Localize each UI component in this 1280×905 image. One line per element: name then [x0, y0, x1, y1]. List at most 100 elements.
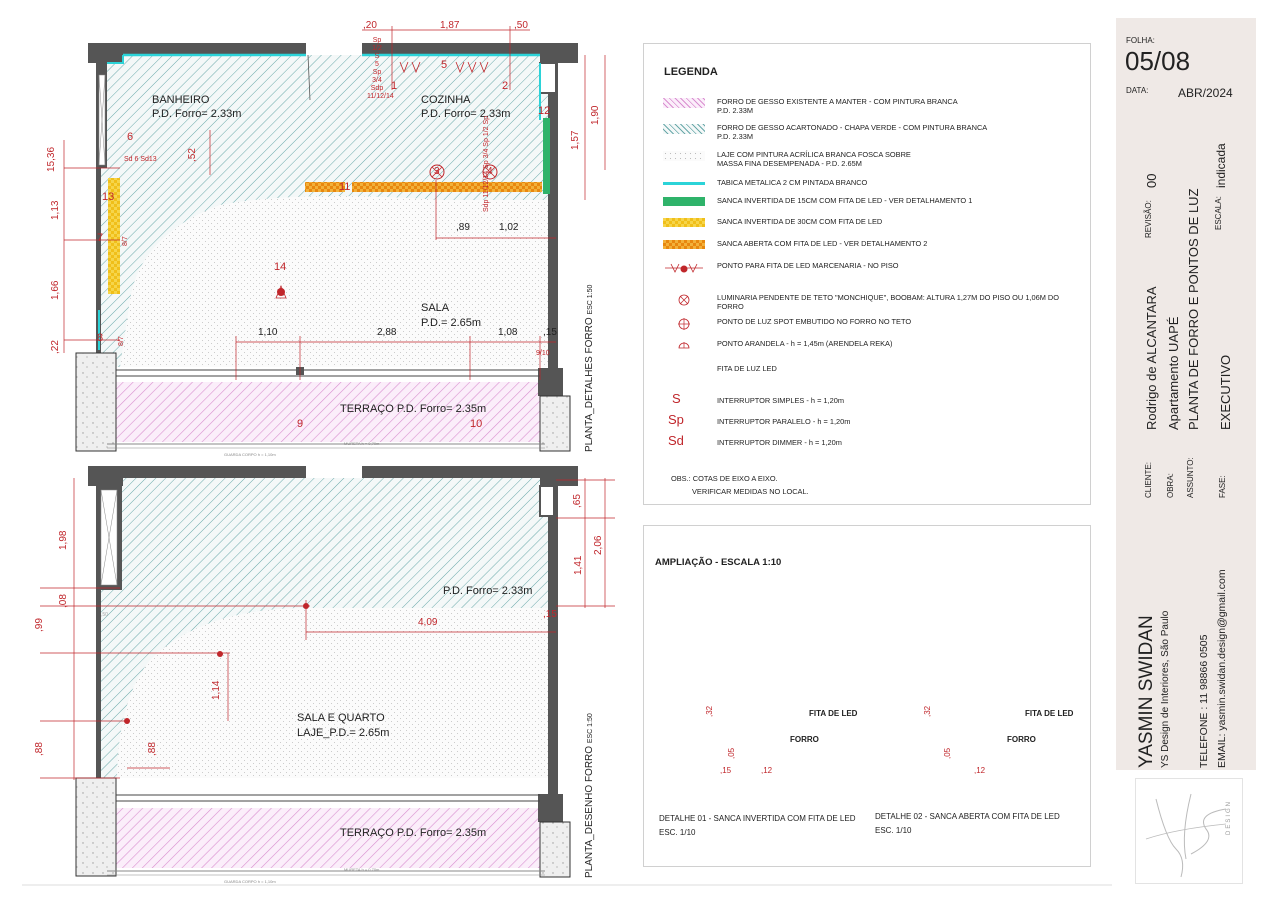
legend-item-dots: LAJE COM PINTURA ACRÍLICA BRANCA FOSCA S…: [644, 150, 1090, 172]
legend-item-arandela: PONTO ARANDELA - h = 1,45m (ARENDELA REK…: [644, 339, 1090, 361]
switch-bath: Sd 6 Sd13: [124, 156, 157, 163]
sanca-orange-right: [352, 182, 542, 192]
orange-bar-swatch: [663, 240, 705, 249]
detail-1-dim-05: ,05: [727, 747, 736, 759]
teal-hatch-swatch: [663, 124, 705, 134]
dim-b-inner-2: 1,14: [211, 680, 222, 700]
fase-label: FASE:: [1218, 475, 1227, 498]
dim-top-3: ,50: [514, 20, 528, 31]
marker-4: 4: [487, 166, 493, 177]
room-pd-forro: P.D. Forro= 2.33m: [443, 585, 533, 597]
legend-item-yellow: SANCA INVERTIDA DE 30CM COM FITA DE LED: [644, 217, 1090, 239]
marker-10: 10: [470, 418, 483, 430]
switch-910: 9/10: [536, 350, 550, 357]
revisao-label: REVISÃO:: [1144, 200, 1153, 238]
dim-right-1: 1,90: [590, 105, 601, 125]
mureta-top: MURETA h = 0,70m: [344, 441, 380, 446]
escala-label: ESCALA:: [1214, 196, 1223, 230]
dim-inner-5: 1,08: [498, 327, 518, 338]
dim-b-right-3: 1,41: [573, 555, 584, 575]
room-sala: SALA: [421, 302, 450, 314]
dim-b-right-2: 2,06: [593, 535, 604, 555]
designer-sub: YS Design de Interiores, São Paulo: [1160, 610, 1171, 768]
legend-item-fita: FITA DE LUZ LED: [717, 364, 777, 373]
detail-2-forro-label: FORRO: [1007, 735, 1036, 744]
cliente-value: Rodrigo de ALCANTARA: [1144, 286, 1159, 430]
room-terraco: TERRAÇO P.D. Forro= 2.35m: [340, 403, 487, 415]
dim-b-inner-1: 4,09: [418, 617, 438, 628]
sanca-green: [543, 118, 550, 194]
detail-2-dim-05: ,05: [943, 747, 952, 759]
legend-obs: OBS.: COTAS DE EIXO A EIXO. VERIFICAR ME…: [671, 474, 809, 496]
marker-8: 8: [97, 332, 104, 344]
marker-1: 1: [391, 80, 398, 92]
room-laje: LAJE_P.D.= 2.65m: [297, 727, 390, 739]
data-label: DATA:: [1126, 86, 1149, 95]
legend-item-spot: PONTO DE LUZ SPOT EMBUTIDO NO FORRO NO T…: [644, 317, 1090, 339]
detail-1-forro-label: FORRO: [790, 735, 819, 744]
marker-11: 11: [339, 181, 351, 193]
pendant-icon: [663, 294, 705, 306]
bottom-plan: [40, 466, 615, 878]
fase-value: EXECUTIVO: [1218, 354, 1233, 430]
cyan-line-swatch: [663, 182, 705, 185]
legend-item-orange: SANCA ABERTA COM FITA DE LED - VER DETAL…: [644, 239, 1090, 261]
dim-top-1: ,20: [363, 20, 377, 31]
top-plan: [63, 26, 606, 452]
assunto-label: ASSUNTO:: [1186, 457, 1195, 498]
legend-item-teal: FORRO DE GESSO ACARTONADO - CHAPA VERDE …: [644, 123, 1090, 145]
switch-stack-right: Sdp 11/12/14 Sp 3/4 Sp 1/2 Sp: [483, 115, 490, 212]
designer-name: YASMIN SWIDAN: [1136, 615, 1157, 768]
legend-item-tabica: TABICA METALICA 2 CM PINTADA BRANCO: [644, 178, 1090, 200]
title-block: FOLHA: 05/08 DATA: ABR/2024 CLIENTE: Rod…: [1116, 18, 1256, 770]
room-sala-pd: P.D.= 2.65m: [421, 317, 482, 329]
dim-inner-2: 1,02: [499, 222, 519, 233]
detail-2-fita-label: FITA DE LED: [1025, 709, 1074, 718]
dim-b-left-3: ,99: [34, 618, 45, 632]
dim-b-right-4: ,15: [543, 609, 557, 620]
dim-b-right-1: ,65: [572, 494, 583, 508]
marker-2: 2: [502, 80, 509, 92]
revisao-value: 00: [1144, 173, 1159, 188]
logo-word: DESIGN: [1226, 799, 1232, 835]
room-banheiro-pd: P.D. Forro= 2.33m: [152, 108, 242, 120]
marker-14: 14: [274, 261, 287, 273]
dim-inner-3: 1,10: [258, 327, 278, 338]
legend-title: LEGENDA: [664, 66, 718, 78]
obra-label: OBRA:: [1166, 473, 1175, 498]
dim-inner-6: ,15: [543, 327, 557, 338]
detail-2-dim-12: ,12: [974, 766, 986, 775]
designer-phone: TELEFONE : 11 98866 0505: [1198, 634, 1210, 768]
switch-s7: 8/7: [122, 236, 129, 246]
dim-left-5: ,22: [50, 340, 61, 354]
marker-9: 9: [297, 418, 304, 430]
dim-b-left-2: ,08: [58, 594, 69, 608]
marker-3: 3: [434, 166, 440, 177]
room-sala-quarto: SALA E QUARTO: [297, 712, 385, 724]
room-terraco-bottom: TERRAÇO P.D. Forro= 2.35m: [340, 827, 487, 839]
arandela-icon: [663, 340, 705, 350]
detail-1-dim-32: ,32: [705, 705, 714, 717]
spot-icon: [663, 318, 705, 330]
data-value: ABR/2024: [1178, 86, 1233, 100]
dim-right-2: 1,57: [570, 130, 581, 150]
plan-bottom-title: PLANTA_DESENHO FORRO ESC 1:50: [584, 713, 595, 878]
detail-title: AMPLIAÇÃO - ESCALA 1:10: [655, 557, 782, 568]
room-cozinha: COZINHA: [421, 94, 471, 106]
legend-switch-simples: S INTERRUPTOR SIMPLES - h = 1,20m: [672, 391, 844, 406]
mureta-bottom: MURETA h = 0,70m: [344, 867, 380, 872]
dim-b-left-4: ,88: [34, 742, 45, 756]
legend-switch-dimmer: Sd INTERRUPTOR DIMMER - h = 1,20m: [668, 433, 842, 448]
room-banheiro: BANHEIRO: [152, 94, 210, 106]
detail-1-caption: DETALHE 01 - SANCA INVERTIDA COM FITA DE…: [659, 814, 856, 837]
legend-item-pink: FORRO DE GESSO EXISTENTE A MANTER - COM …: [644, 97, 1090, 119]
sanca-yellow-bath: [108, 178, 120, 294]
dim-b-inner-3: ,88: [147, 742, 158, 756]
dim-left-3: 1,13: [50, 200, 61, 220]
detail-1-fita-label: FITA DE LED: [809, 709, 858, 718]
room-cozinha-pd: P.D. Forro= 2.33m: [421, 108, 511, 120]
folha-value: 05/08: [1125, 46, 1191, 76]
sanca-orange-left: [305, 182, 345, 192]
obra-value: Apartamento UAPÉ: [1166, 316, 1181, 430]
